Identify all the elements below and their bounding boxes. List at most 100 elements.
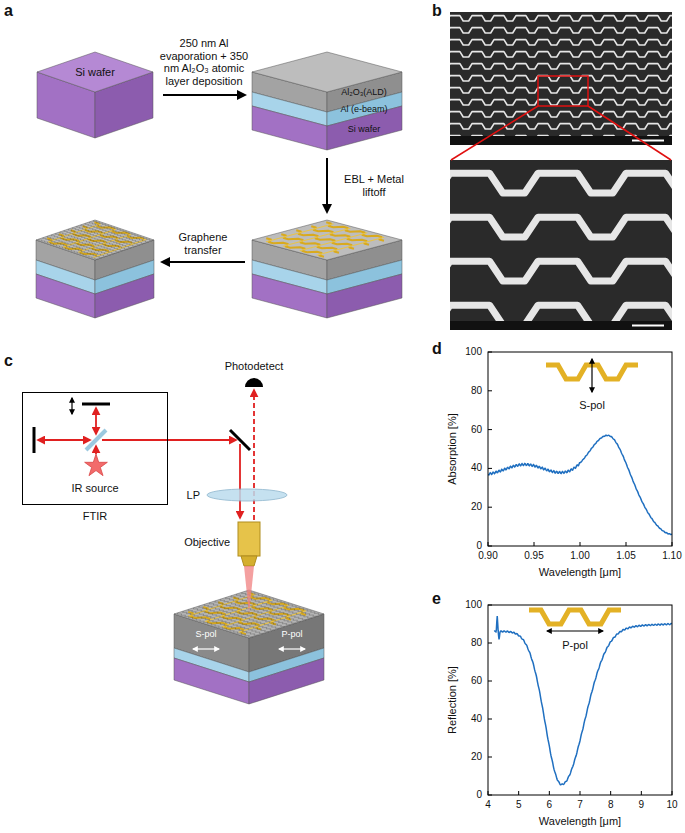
silicon-layer: [174, 658, 249, 704]
objective-nose: [241, 556, 257, 566]
tick-mark: [488, 719, 492, 720]
nanoantenna-row: [450, 261, 672, 281]
component-label: Objective: [184, 536, 230, 549]
plot-frame: [488, 605, 672, 795]
polarization-label: S-pol: [195, 629, 216, 639]
block-top-face: [252, 52, 402, 92]
axis-title: Wavelength [μm]: [539, 815, 621, 828]
ir-beam: [38, 439, 90, 441]
focused-beam: [244, 566, 254, 614]
tick-mark: [488, 390, 492, 391]
layer-label: Si wafer: [75, 66, 115, 79]
tick-mark: [610, 791, 611, 795]
scale-bar: [632, 140, 664, 142]
tick-label: 10: [666, 799, 677, 811]
fixed-mirror: [33, 427, 36, 453]
gold-antenna-link: [266, 224, 334, 242]
nanoantenna-row: [450, 16, 672, 21]
tick-label: 0: [476, 540, 482, 552]
gold-antenna-row: [281, 234, 339, 253]
axis-title: Wavelength [μm]: [539, 566, 621, 579]
polarization-arrow: [193, 648, 219, 649]
tick-label: 80: [471, 385, 482, 397]
tick-label: 0: [476, 789, 482, 801]
nanoantenna-row: [450, 112, 672, 117]
silicon-layer: [327, 274, 402, 318]
polarization-label: P-pol: [281, 629, 302, 639]
silicon-layer: [36, 274, 95, 318]
zoom-line: [588, 106, 671, 160]
component-label: Photodetect: [225, 360, 284, 373]
polarization-label: S-pol: [579, 399, 605, 412]
tick-mark: [488, 468, 492, 469]
zoom-box: [538, 76, 588, 106]
ir-beam: [102, 439, 236, 441]
tick-label: 40: [471, 713, 482, 725]
instrument-box: IR sourceFTIR: [22, 392, 168, 523]
tick-label: 1.00: [570, 550, 589, 562]
process-arrow: [326, 158, 328, 212]
layer-label: Al (e-beam): [340, 104, 387, 114]
block-top-face: [36, 220, 154, 260]
graphene-lattice: [43, 238, 103, 258]
graphene-lattice: [39, 239, 99, 259]
axis-title: Reflection [%]: [446, 666, 459, 734]
process-step-label: Graphene transfer: [166, 231, 240, 256]
process-arrow: [163, 94, 245, 96]
polarization-arrow: [591, 359, 592, 392]
tick-label: 20: [471, 501, 482, 513]
tick-label: 80: [471, 637, 482, 649]
polarization-arrow: [547, 630, 603, 631]
tick-mark: [580, 542, 581, 546]
moving-mirror: [82, 403, 110, 406]
tick-mark: [488, 681, 492, 682]
graphene-lattice: [183, 611, 259, 635]
process-step-label: EBL + Metal liftoff: [338, 173, 410, 198]
nanoantenna-row: [450, 100, 672, 105]
tick-label: 60: [471, 424, 482, 436]
process-arrow: [162, 261, 245, 263]
sem-info-bar: [450, 321, 672, 330]
tick-label: 4: [485, 799, 491, 811]
panel-letter: a: [4, 2, 13, 20]
tick-label: 100: [465, 599, 482, 611]
tick-label: 100: [465, 346, 482, 358]
gold-antenna-row: [311, 226, 369, 245]
tick-label: 0.95: [524, 550, 543, 562]
panel-letter: e: [432, 590, 441, 608]
tick-label: 0.90: [478, 550, 497, 562]
ir-source-symbol: [85, 454, 108, 476]
silicon-layer: [252, 274, 327, 318]
mirror-motion-arrow: [71, 398, 72, 414]
tick-label: 1.10: [662, 550, 681, 562]
tick-mark: [488, 643, 492, 644]
silicon-layer: [252, 106, 327, 150]
scale-bar: [632, 325, 664, 327]
tick-mark: [488, 757, 492, 758]
nanoantenna-row: [450, 64, 672, 69]
polarization-label: P-pol: [562, 639, 588, 652]
tick-label: 40: [471, 463, 482, 475]
nanoantenna-row: [450, 124, 672, 129]
gold-antenna-link: [93, 239, 146, 257]
tick-label: 5: [516, 799, 522, 811]
panel-letter: b: [432, 2, 442, 20]
nanoantenna-row: [450, 217, 672, 237]
panel-letter: d: [432, 340, 442, 358]
nanoantenna-row: [450, 173, 672, 193]
process-step-label: 250 nm Al evaporation + 350 nm Al₂O₃ ato…: [158, 37, 250, 88]
tick-label: 1.05: [616, 550, 635, 562]
tick-label: 9: [639, 799, 645, 811]
tick-mark: [488, 507, 492, 508]
tick-mark: [518, 791, 519, 795]
gold-antenna-link: [300, 233, 368, 251]
component-label: FTIR: [22, 510, 168, 523]
linear-polarizer: [207, 489, 287, 501]
gold-antenna-link: [283, 228, 351, 246]
plot-frame: [488, 352, 672, 546]
nanoantenna-row: [450, 28, 672, 33]
axis-title: Absorption [%]: [446, 413, 459, 485]
gold-antenna-link: [205, 600, 273, 622]
photodetector-symbol: [245, 378, 263, 387]
gold-antenna-row: [326, 222, 384, 241]
